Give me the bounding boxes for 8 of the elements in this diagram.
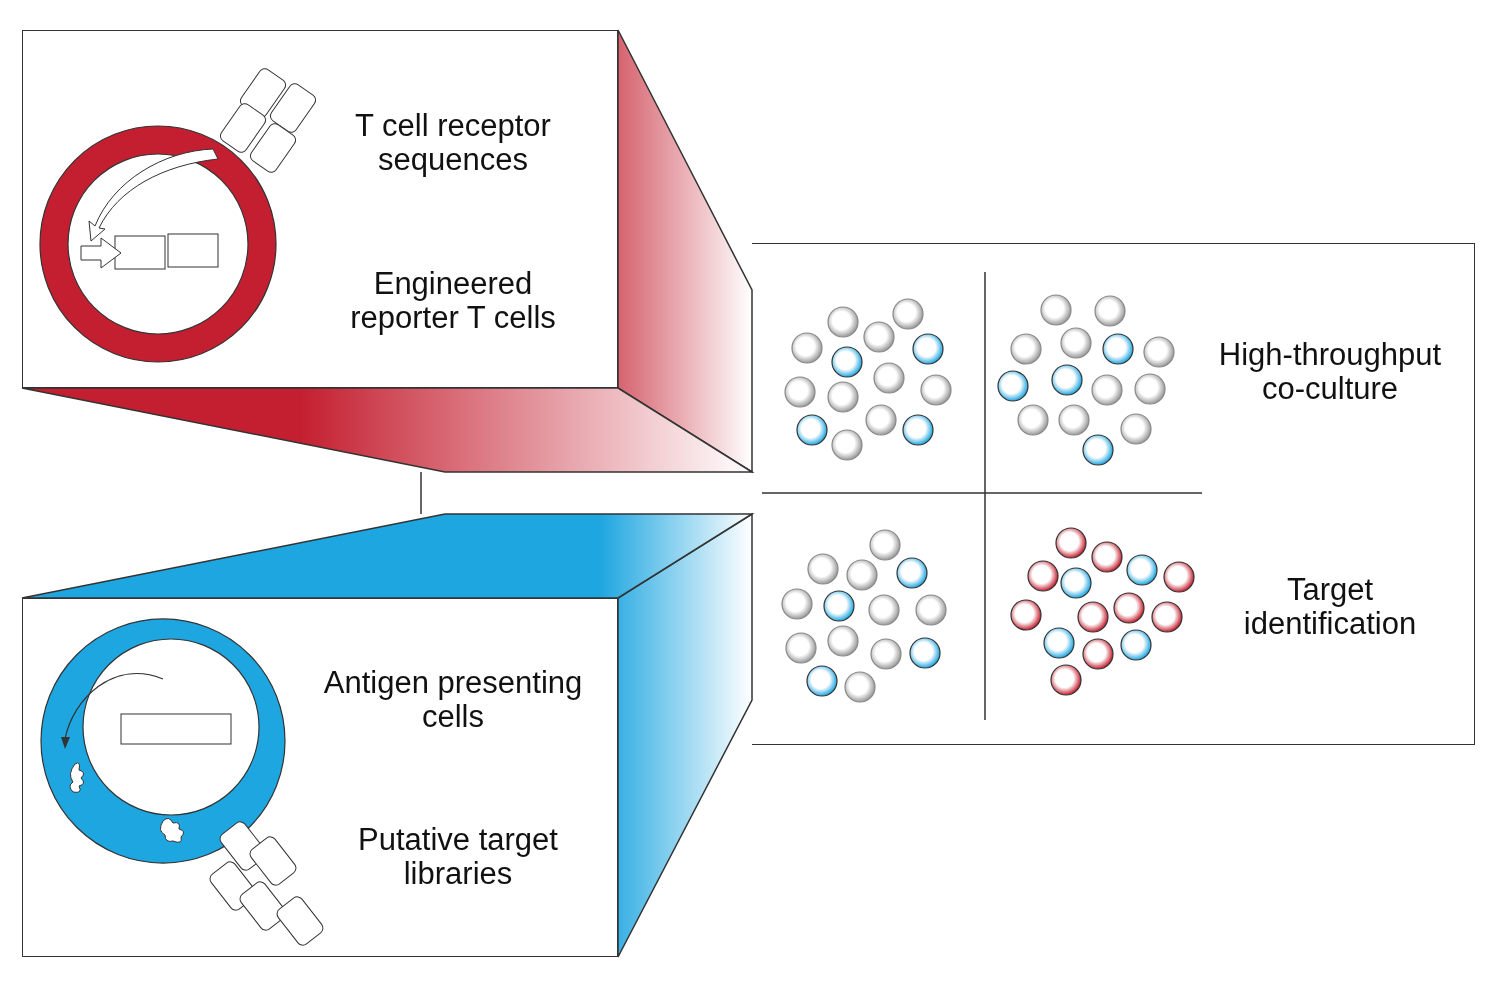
label-text: Antigen presenting cells [322,666,584,734]
panel-box [22,598,618,957]
label-text: High-throughput co-culture [1217,338,1443,406]
panel-box [22,30,618,388]
label-text: T cell receptor sequences [354,109,552,177]
label-text: Target identification [1242,573,1418,641]
label-text: Engineered reporter T cells [349,267,557,335]
label-text: Putative target libraries [357,823,559,891]
